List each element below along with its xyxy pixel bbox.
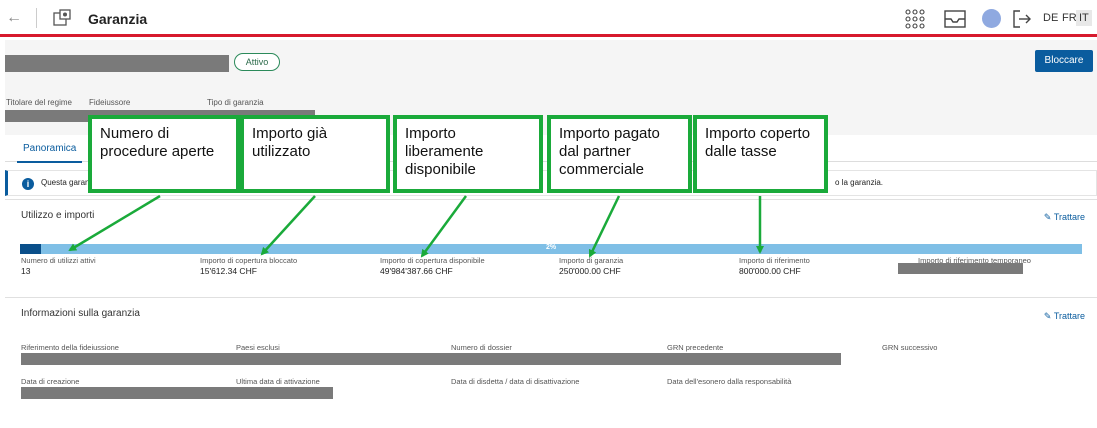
- logout-icon[interactable]: [1012, 9, 1032, 29]
- stat-available-coverage-label: Importo di copertura disponibile: [380, 256, 485, 265]
- usage-progress-fill: [20, 244, 42, 254]
- guarantee-info-edit-label: Trattare: [1053, 311, 1085, 321]
- label-guarantee-reference: Riferimento della fideiussione: [21, 343, 119, 352]
- usage-edit-link[interactable]: ✎ Trattare: [1043, 212, 1085, 222]
- label-liability-release-date: Data dell'esonero dalla responsabilità: [667, 377, 792, 386]
- usage-edit-label: Trattare: [1053, 212, 1085, 222]
- label-guarantor: Fideiussore: [89, 98, 131, 107]
- stat-reference-amount-label: Importo di riferimento: [739, 256, 810, 265]
- callout-open-procedures: Numero di procedure aperte: [88, 115, 240, 193]
- guarantee-info-title: Informazioni sulla garanzia: [21, 308, 140, 319]
- label-regime-holder: Titolare del regime: [6, 98, 72, 107]
- label-next-grn: GRN successivo: [882, 343, 938, 352]
- lang-it[interactable]: IT: [1076, 10, 1092, 26]
- stat-reference-amount-value: 800'000.00 CHF: [739, 266, 801, 276]
- stat-active-uses-label: Numero di utilizzi attivi: [21, 256, 96, 265]
- back-arrow-icon[interactable]: ←: [6, 9, 22, 26]
- lang-fr[interactable]: FR: [1062, 12, 1077, 24]
- callout-tax-covered-amount: Importo coperto dalle tasse: [693, 115, 828, 193]
- page-title: Garanzia: [88, 11, 148, 27]
- redacted-guarantee-name: [5, 55, 229, 72]
- guarantee-info-edit-link[interactable]: ✎ Trattare: [1043, 311, 1085, 321]
- label-guarantee-type: Tipo di garanzia: [207, 98, 264, 107]
- stat-available-coverage-value: 49'984'387.66 CHF: [380, 266, 453, 276]
- stat-guarantee-amount-value: 250'000.00 CHF: [559, 266, 621, 276]
- label-excluded-countries: Paesi esclusi: [236, 343, 280, 352]
- usage-progress-bar: 2%: [20, 244, 1082, 254]
- redacted-temp-reference-value: [898, 263, 1023, 274]
- info-message-text-end: o la garanzia.: [835, 178, 884, 187]
- tab-overview[interactable]: Panoramica: [17, 139, 83, 163]
- callout-free-amount: Importo liberamente disponibile: [393, 115, 543, 193]
- guarantee-app-icon: [53, 9, 71, 26]
- label-creation-date: Data di creazione: [21, 377, 80, 386]
- label-dossier-number: Numero di dossier: [451, 343, 512, 352]
- stat-blocked-coverage-label: Importo di copertura bloccato: [200, 256, 298, 265]
- label-previous-grn: GRN precedente: [667, 343, 724, 352]
- divider: [36, 8, 37, 28]
- info-icon: i: [22, 178, 34, 190]
- avatar[interactable]: [982, 9, 1001, 28]
- lang-de[interactable]: DE: [1043, 12, 1059, 24]
- label-last-activation-date: Ultima data di attivazione: [236, 377, 320, 386]
- callout-used-amount: Importo già utilizzato: [240, 115, 390, 193]
- block-button[interactable]: Bloccare: [1035, 50, 1093, 72]
- redacted-dates: [21, 387, 333, 399]
- redacted-guarantee-details: [21, 353, 841, 365]
- label-cancellation-date: Data di disdetta / data di disattivazion…: [451, 377, 580, 386]
- stat-active-uses-value: 13: [21, 266, 31, 276]
- stat-blocked-coverage-value: 15'612.34 CHF: [200, 266, 257, 276]
- mail-icon[interactable]: [944, 10, 966, 28]
- usage-progress-label: 2%: [546, 244, 557, 251]
- stat-guarantee-amount-label: Importo di garanzia: [559, 256, 624, 265]
- stat-temp-reference-label: Importo di riferimento temporaneo: [918, 256, 1031, 265]
- apps-grid-icon[interactable]: [905, 9, 925, 29]
- usage-section-title: Utilizzo e importi: [21, 210, 95, 221]
- info-message-text-start: Questa garan: [41, 178, 90, 187]
- callout-partner-paid-amount: Importo pagato dal partner commerciale: [547, 115, 692, 193]
- top-bar: ← Garanzia DE FR IT: [0, 0, 1097, 37]
- status-badge: Attivo: [234, 53, 280, 71]
